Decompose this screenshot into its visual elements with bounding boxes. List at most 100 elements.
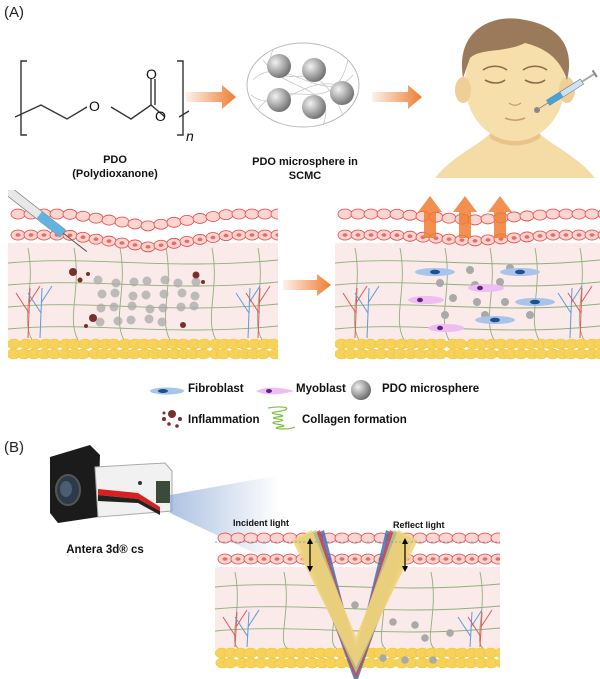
- microsphere: [501, 298, 509, 306]
- collagen-fiber: [215, 605, 500, 611]
- epidermis-cell: [451, 532, 467, 544]
- inflammation-cell: [84, 324, 88, 328]
- collagen-fiber: [118, 247, 125, 341]
- microsphere: [97, 289, 107, 299]
- blood-vessel: [234, 609, 260, 648]
- inflammation-cell: [201, 280, 205, 284]
- collagen-fiber: [8, 259, 278, 265]
- epidermis-cell: [584, 208, 600, 220]
- microsphere: [113, 316, 123, 326]
- panel-a-label: (A): [4, 4, 24, 21]
- microsphere: [173, 278, 183, 288]
- epidermis-cell: [49, 208, 65, 220]
- inflammation-cell: [89, 314, 97, 322]
- collagen-fiber: [335, 303, 600, 309]
- collagen-fiber: [26, 247, 33, 341]
- epidermis-cell: [532, 209, 548, 221]
- microsphere: [128, 291, 138, 301]
- epidermis-cell: [480, 213, 496, 225]
- injection-site: [534, 107, 540, 113]
- arrow-right-1: [186, 85, 236, 109]
- syringe-icon: [537, 69, 598, 110]
- microsphere: [389, 618, 397, 626]
- fat-cell: [433, 338, 448, 350]
- left-eye-closed: [484, 79, 506, 84]
- microsphere: [267, 54, 291, 78]
- epidermis-cell: [244, 208, 260, 220]
- collagen-fiber: [8, 325, 278, 331]
- depth-arrow-icon: [307, 538, 313, 572]
- microsphere: [109, 302, 119, 312]
- microsphere: [191, 277, 201, 287]
- epidermis-cell: [389, 208, 405, 220]
- reflect-light-label: Reflect light: [393, 520, 445, 530]
- skin-light-measurement: [215, 530, 500, 679]
- blood-vessel: [467, 609, 493, 648]
- blood-vessel: [567, 285, 593, 339]
- fat-cell: [453, 338, 468, 350]
- ester-oxygen: O: [155, 108, 166, 124]
- epidermis-cell: [217, 532, 233, 544]
- mouth: [504, 117, 526, 122]
- chain-bonds: [15, 104, 88, 120]
- collagen-fiber: [210, 247, 217, 341]
- epidermis-cell: [506, 211, 522, 223]
- epidermis-cell: [153, 218, 169, 230]
- myoblast: [468, 284, 504, 292]
- microsphere-caption: PDO microsphere in SCMC: [240, 155, 370, 183]
- epidermis-cell: [477, 532, 493, 544]
- fat-cell: [196, 348, 211, 360]
- blood-vessel: [245, 285, 271, 339]
- epidermis-cell: [571, 208, 587, 220]
- collagen-fiber: [215, 583, 500, 589]
- microsphere: [110, 288, 120, 298]
- collagen-fiber: [478, 571, 485, 650]
- upward-arrow-icon: [488, 196, 512, 238]
- myoblast-icon: [256, 387, 294, 395]
- epidermis-cell: [438, 532, 454, 544]
- inflammation-cell: [77, 277, 83, 283]
- epidermis-cell: [363, 208, 379, 220]
- microsphere: [441, 311, 449, 319]
- fat-cell: [432, 348, 448, 360]
- epidermis-cell: [75, 210, 91, 222]
- epidermis-cell: [114, 216, 130, 228]
- microsphere: [411, 621, 419, 629]
- fat-cell: [255, 348, 271, 360]
- collagen-fiber: [335, 259, 600, 265]
- microsphere: [421, 634, 429, 642]
- microsphere: [190, 291, 200, 301]
- left-bracket: [20, 60, 27, 136]
- microsphere: [144, 314, 154, 324]
- epidermis-cell: [425, 532, 441, 544]
- epidermis-cell: [230, 532, 246, 544]
- inflammation-icon: [162, 410, 182, 428]
- microsphere: [158, 303, 168, 313]
- right-bracket: [177, 60, 184, 136]
- microsphere: [159, 289, 169, 299]
- epidermis-cell: [270, 229, 278, 241]
- epidermis-cell: [256, 532, 272, 544]
- microsphere: [429, 656, 437, 664]
- microsphere: [436, 279, 444, 287]
- microsphere: [129, 277, 139, 287]
- epidermis-cell: [140, 220, 156, 232]
- legend: Fibroblast Myoblast PDO microsphere Infl…: [150, 380, 590, 443]
- antera-camera-device: [50, 445, 173, 523]
- right-eyebrow: [522, 65, 548, 71]
- fat-cell: [494, 647, 500, 659]
- microsphere: [449, 294, 457, 302]
- right-eye-closed: [524, 79, 546, 84]
- fat-cell: [593, 348, 600, 360]
- microsphere: [111, 278, 121, 288]
- epidermis-cell: [360, 532, 376, 544]
- collagen-fiber: [233, 571, 240, 650]
- inflammation-cell: [86, 272, 90, 276]
- epidermis-cell: [101, 214, 117, 226]
- left-ear: [455, 77, 471, 103]
- epidermis-cell: [166, 216, 182, 228]
- collagen-fiber: [256, 247, 263, 341]
- legend-pdo-microsphere: PDO microsphere: [382, 383, 480, 395]
- collagen-fiber: [443, 247, 450, 341]
- blood-vessel: [27, 285, 53, 339]
